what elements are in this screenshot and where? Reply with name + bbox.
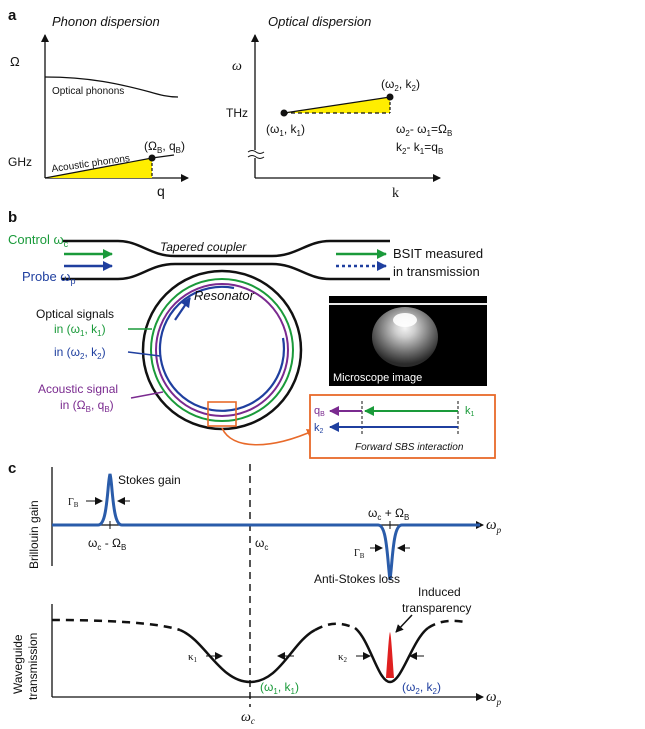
induced-label-line1: Induced [418, 585, 461, 599]
ring-acoustic [155, 283, 289, 417]
phonon-y-unit: GHz [8, 155, 32, 169]
qb-label: qB [314, 405, 325, 418]
k2-label: k2 [314, 422, 324, 435]
wc-label-trans: ωc [241, 710, 255, 726]
acoustic-signal-label: Acoustic signal [38, 382, 118, 396]
in-w1-label: in (ω1, k1) [54, 322, 106, 338]
zoom-region-box [207, 401, 237, 427]
wp-label-trans: ωp [486, 689, 502, 707]
induced-label-line2: transparency [402, 601, 471, 615]
wc-label-gain: ωc [255, 536, 268, 552]
panel-b: b Tapered coupler Control ωc Probe ωp BS… [8, 209, 496, 459]
ring-optical-1 [150, 278, 294, 422]
kappa1-label: κ1 [188, 651, 198, 664]
k1-label: k1 [465, 405, 475, 418]
wc-minus-omega-label: ωc - ΩB [88, 536, 126, 552]
axis-break [247, 150, 265, 159]
momentum-match-equation: k2- k1=qB [396, 140, 443, 156]
panel-c-label: c [8, 460, 16, 477]
panel-a: a Phonon dispersion Ω GHz q Optical phon… [8, 7, 452, 201]
resonance-2-label: (ω2, k2) [402, 680, 441, 696]
coupler-top-wall [62, 239, 390, 258]
resonator-label: Resonator [194, 288, 255, 303]
gain-y-label: Brillouin gain [27, 500, 41, 569]
sbs-caption: Forward SBS interaction [355, 442, 464, 453]
resonance-1-dip [179, 628, 316, 684]
coupler-bottom-wall [62, 262, 390, 281]
optical-phonons-label: Optical phonons [52, 86, 124, 97]
panel-b-label: b [8, 209, 17, 226]
freq-match-equation: ω2- ω1=ΩB [396, 122, 452, 138]
gamma-b-right-label: ΓB [354, 548, 365, 560]
gamma-b-left-label: ΓB [68, 497, 79, 509]
optical-dispersion-plot: Optical dispersion ω THz k (ω1, k1) (ω2,… [226, 14, 452, 201]
panel-a-label: a [8, 7, 17, 24]
optical-title: Optical dispersion [268, 14, 371, 29]
optical-point-2 [386, 93, 394, 101]
microscope-image: Microscope image [329, 296, 487, 386]
microsphere [372, 307, 438, 367]
sbs-inset: qB k2 k1 Forward SBS interaction [309, 394, 496, 459]
optical-point-1-label: (ω1, k1) [266, 122, 305, 138]
wp-label-gain: ωp [486, 517, 502, 535]
resonance-1-label: (ω1, k1) [260, 680, 299, 696]
control-label: Control ωc [8, 232, 69, 249]
optical-y-symbol: ω [232, 59, 242, 74]
trans-y-label-line2: transmission [26, 633, 40, 700]
ring-direction-arrow [174, 297, 191, 321]
phonon-title: Phonon dispersion [52, 14, 160, 29]
acoustic-phonon-curve [44, 157, 153, 179]
probe-label: Probe ωp [22, 269, 75, 286]
acoustic-point-label: (ΩB, qB) [144, 139, 185, 155]
optical-signals-label: Optical signals [36, 307, 114, 321]
zoom-connector [221, 427, 316, 446]
bsit-label-line2: in transmission [393, 264, 480, 279]
anti-stokes-label: Anti-Stokes loss [314, 572, 400, 586]
phonon-x-symbol: q [157, 183, 165, 199]
in-w2-label: in (ω2, k2) [54, 345, 106, 361]
wc-plus-omega-label: ωc + ΩB [368, 506, 409, 522]
optical-point-1 [280, 109, 288, 117]
bsit-label-line1: BSIT measured [393, 246, 483, 261]
kappa2-label: κ2 [338, 651, 348, 664]
ring-optical-2 [158, 285, 286, 412]
panel-c: c Brillouin gain Stokes gain ΓB ωc - ΩB … [8, 460, 502, 726]
coupler-label: Tapered coupler [160, 240, 247, 254]
phonon-dispersion-plot: Phonon dispersion Ω GHz q Optical phonon… [8, 14, 189, 199]
transparency-peak [386, 632, 394, 678]
microscope-image-label: Microscope image [333, 372, 422, 384]
induced-arrow [395, 614, 413, 633]
resonance-2-dip [354, 627, 429, 684]
optical-y-unit: THz [226, 106, 248, 120]
in-omega-b-label: in (ΩB, qB) [60, 398, 114, 414]
optical-x-symbol: k [392, 186, 399, 201]
acoustic-point [148, 154, 156, 162]
optical-point-2-label: (ω2, k2) [381, 77, 420, 93]
phonon-y-symbol: Ω [10, 54, 20, 69]
brillouin-gain-plot: Brillouin gain Stokes gain ΓB ωc - ΩB ωc… [27, 467, 502, 586]
stokes-gain-label: Stokes gain [118, 473, 181, 487]
optical-phonon-curve [44, 76, 179, 98]
gain-curve [52, 473, 480, 581]
waveguide-transmission-plot: Waveguide transmission Induced transpare… [11, 585, 502, 726]
trans-y-label-line1: Waveguide [11, 634, 25, 694]
